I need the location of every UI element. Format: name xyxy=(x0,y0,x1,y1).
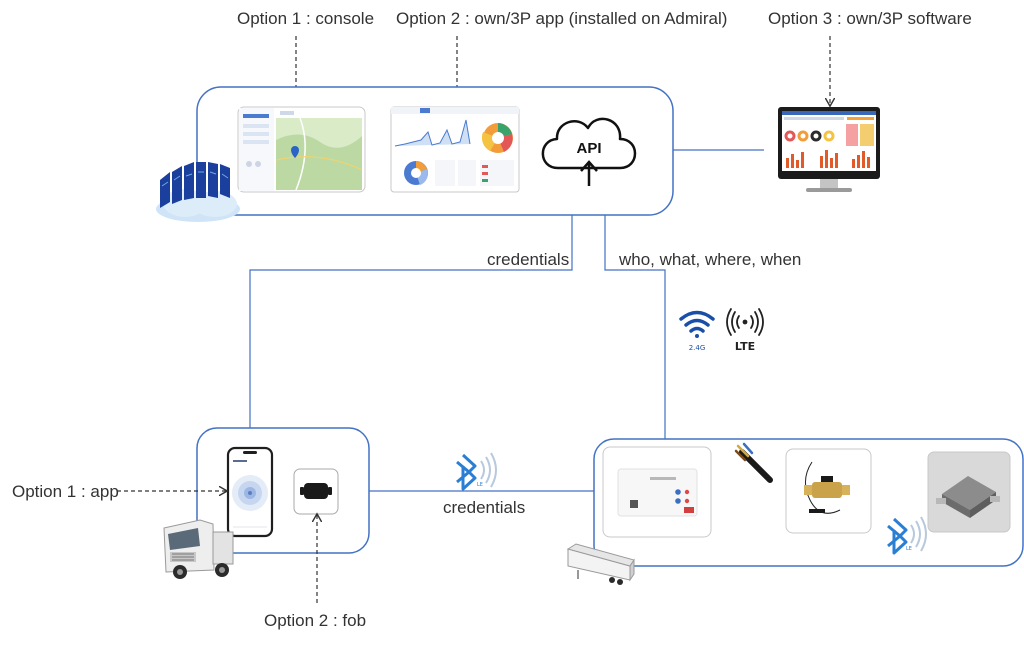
api-label: API xyxy=(576,140,601,157)
bluetooth-le-icon-trailer: LE xyxy=(887,516,927,555)
lte-label: LTE xyxy=(735,340,755,353)
trailer-icon xyxy=(566,543,635,585)
bluetooth-le-icon: LE xyxy=(456,452,497,491)
wifi-band-label: 2.4G xyxy=(689,344,706,352)
gateway-device-thumbnail[interactable] xyxy=(602,446,712,538)
phone-app-icon[interactable] xyxy=(226,446,274,538)
label-data-fields: who, what, where, when xyxy=(618,250,801,269)
wire-gateway-api xyxy=(604,170,666,446)
desktop-monitor-icon xyxy=(778,107,880,192)
lte-signal-icon xyxy=(726,308,764,336)
key-fob-icon[interactable] xyxy=(293,468,339,515)
label-cloud-option-3: Option 3 : own/3P software xyxy=(768,9,972,28)
svg-text:LE: LE xyxy=(906,546,912,552)
label-truck-option-1: Option 1 : app xyxy=(12,482,119,501)
label-credentials-upper: credentials xyxy=(487,250,569,269)
label-truck-option-2: Option 2 : fob xyxy=(264,611,366,630)
wire-credentials-app xyxy=(249,170,573,448)
wifi-icon xyxy=(679,310,715,338)
server-rack-cloud-icon xyxy=(156,162,240,222)
valve-sensor-thumbnail[interactable] xyxy=(785,448,872,534)
sensor-cable-icon xyxy=(734,442,773,483)
smart-lock-thumbnail[interactable] xyxy=(927,451,1011,533)
svg-text:LE: LE xyxy=(477,482,483,488)
label-cloud-option-1: Option 1 : console xyxy=(237,9,374,28)
label-credentials-ble: credentials xyxy=(443,498,525,517)
cloud-api-icon xyxy=(541,117,637,186)
console-map-thumbnail[interactable] xyxy=(237,106,366,193)
admiral-app-dashboard-thumbnail[interactable] xyxy=(390,106,520,193)
label-cloud-option-2: Option 2 : own/3P app (installed on Admi… xyxy=(396,9,727,28)
semi-truck-icon xyxy=(163,519,234,579)
